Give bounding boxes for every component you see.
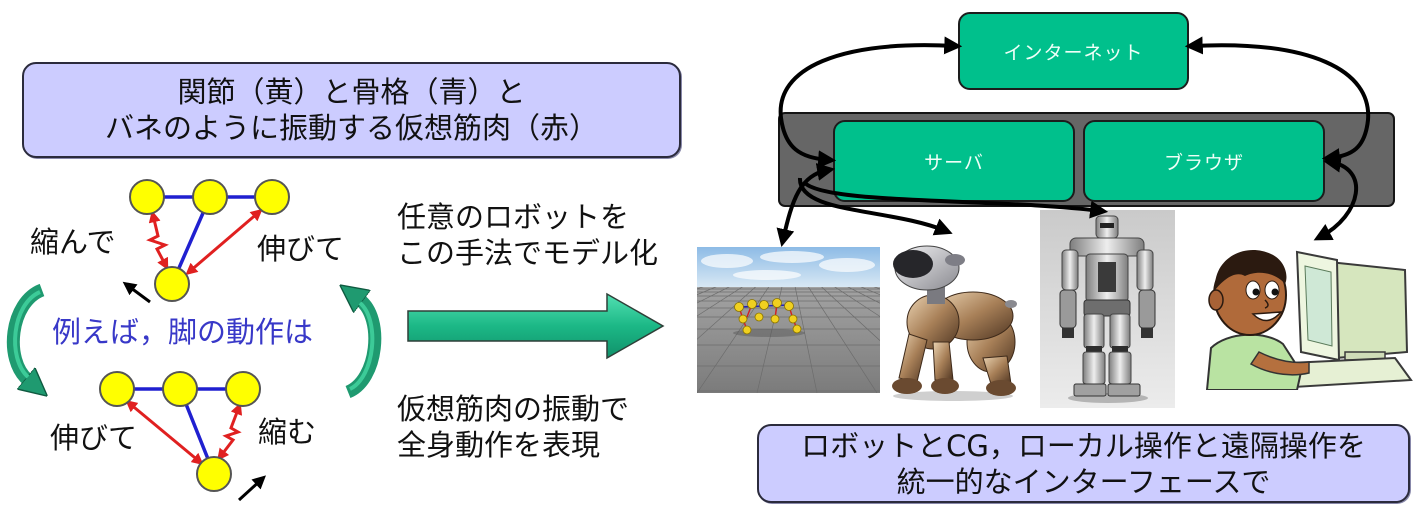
cycle-arrow-right-highlight: [348, 301, 375, 391]
simulation-screenshot: [697, 247, 880, 393]
concept-line-1: 関節（黄）と骨格（青）と: [177, 75, 526, 109]
dog-paw-3: [986, 380, 1016, 396]
modeling-caption-line-1: 任意のロボットを: [397, 200, 630, 234]
internet-label: インターネット: [1003, 41, 1144, 64]
modeling-arrow: [407, 292, 665, 360]
motion-caption: 仮想筋肉の振動で 全身動作を表現: [397, 391, 629, 463]
upper-joint-1: [129, 179, 165, 215]
robot-chest-panel: [1098, 262, 1116, 292]
modeling-caption: 任意のロボットを この手法でモデル化: [397, 199, 658, 271]
dog-tail: [1005, 300, 1017, 308]
robot-hips: [1083, 299, 1131, 317]
lower-leg-model: [99, 371, 266, 502]
server-humanoid-link: [802, 180, 1109, 219]
motion-caption-line-1: 仮想筋肉の振動で: [397, 392, 630, 426]
user-ear: [1208, 289, 1224, 311]
dog-ear: [945, 254, 965, 266]
concept-box: 関節（黄）と骨格（青）と バネのように振動する仮想筋肉（赤）: [22, 62, 681, 158]
browser-user-link: [1313, 154, 1359, 241]
upper-right-muscle-label: 伸びて: [257, 232, 345, 266]
dog-visor: [893, 250, 933, 278]
robot-foot-right: [1107, 383, 1141, 397]
example-label: 例えば，脚の動作は: [52, 315, 314, 349]
user-at-computer-illustration: [1205, 250, 1413, 390]
upper-left-muscle-label: 縮んで: [30, 225, 116, 259]
lower-motion-arrow: [237, 475, 266, 502]
lower-left-muscle: [125, 399, 204, 466]
robot-dog-photo: [892, 245, 1017, 401]
lower-right-muscle-label: 縮む: [258, 415, 317, 449]
upper-right-muscle: [185, 208, 263, 276]
humanoid-robot-photo: [1040, 210, 1175, 408]
upper-motion-arrow: [122, 281, 151, 304]
server-simulation-link: [776, 163, 836, 248]
summary-line-1: ロボットとCG，ローカル操作と遠隔操作を: [801, 428, 1366, 463]
robot-knee-right: [1112, 346, 1128, 354]
robot-knee-left: [1086, 346, 1102, 354]
upper-left-muscle: [146, 210, 169, 271]
user-hair: [1214, 250, 1287, 290]
internet-node: インターネット: [958, 12, 1189, 90]
lower-joint-2: [162, 371, 198, 407]
floor-grid: [697, 287, 880, 393]
internet-server-link: [778, 36, 963, 169]
motion-caption-line-2: 全身動作を表現: [397, 428, 601, 462]
modeling-caption-line-2: この手法でモデル化: [397, 236, 659, 270]
lower-joint-3: [225, 371, 261, 407]
concept-line-2: バネのように振動する仮想筋肉（赤）: [104, 111, 598, 145]
summary-box: ロボットとCG，ローカル操作と遠隔操作を 統一的なインターフェースで: [757, 424, 1410, 503]
user-arm: [1249, 351, 1310, 376]
user-pupil-left: [1252, 288, 1260, 296]
dog-paw-1: [892, 378, 922, 394]
lower-joint-1: [99, 371, 135, 407]
monitor-screen: [1304, 265, 1333, 347]
cycle-arrow-left-highlight: [13, 290, 41, 379]
robot-eye: [1100, 223, 1114, 228]
dog-shadow: [893, 391, 1013, 401]
upper-leg-model: [122, 179, 290, 304]
clouds: [701, 251, 875, 280]
lower-left-muscle-label: 伸びて: [50, 421, 138, 455]
user-nose: [1264, 299, 1269, 309]
lower-right-muscle: [217, 402, 243, 461]
server-robot-dog-link: [797, 177, 953, 236]
upper-joint-foot: [154, 266, 190, 302]
simulated-robot-model: [733, 298, 805, 337]
summary-line-2: 統一的なインターフェースで: [896, 464, 1271, 499]
dog-paw-2: [931, 378, 959, 394]
user-pupil-right: [1271, 288, 1279, 296]
robot-foot-left: [1073, 383, 1107, 397]
upper-joint-2: [192, 179, 228, 215]
user-mouth: [1251, 311, 1283, 322]
lower-joint-foot: [196, 456, 232, 492]
upper-joint-3: [254, 179, 290, 215]
robot-hand-right: [1141, 328, 1153, 338]
robot-hand-left: [1062, 328, 1074, 338]
internet-browser-link: [1184, 36, 1371, 167]
